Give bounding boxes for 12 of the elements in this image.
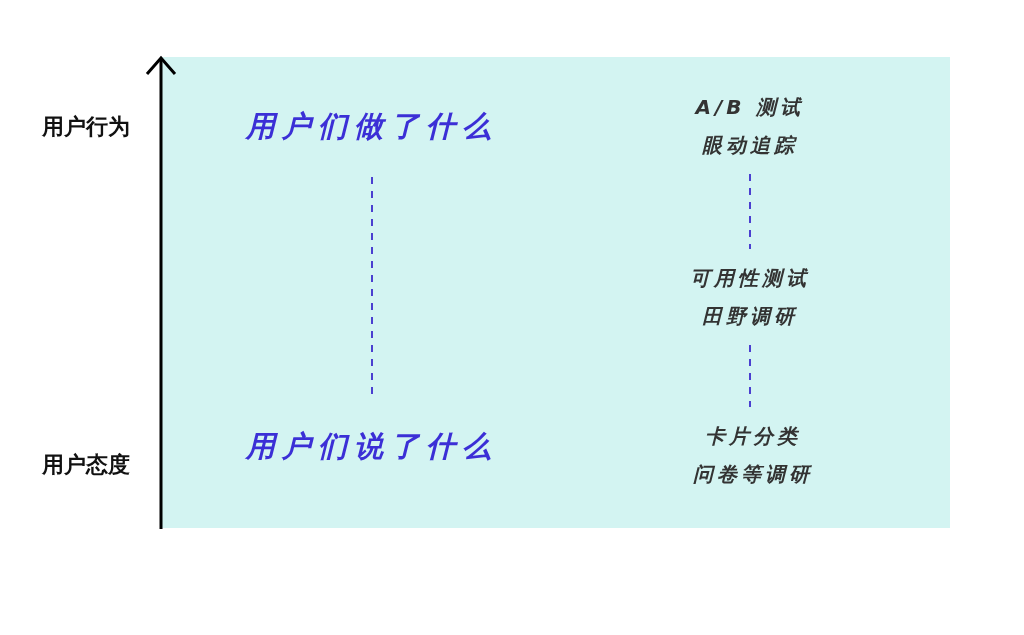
method-label: 问卷等调研: [693, 461, 813, 488]
axis-label: 用户行为: [42, 113, 130, 141]
question-text: 用户们说了什么: [246, 397, 498, 497]
dashed-connector: [749, 173, 751, 250]
question-text: 用户们做了什么: [246, 77, 498, 177]
method-label: A/B 测试: [695, 94, 805, 121]
method-label: 卡片分类: [704, 423, 802, 450]
axis-label: 用户态度: [42, 451, 130, 479]
method-label: 可用性测试: [690, 265, 810, 292]
method-label: 眼动追踪: [701, 132, 799, 159]
dashed-connector: [749, 344, 751, 408]
method-label: 田野调研: [701, 303, 799, 330]
